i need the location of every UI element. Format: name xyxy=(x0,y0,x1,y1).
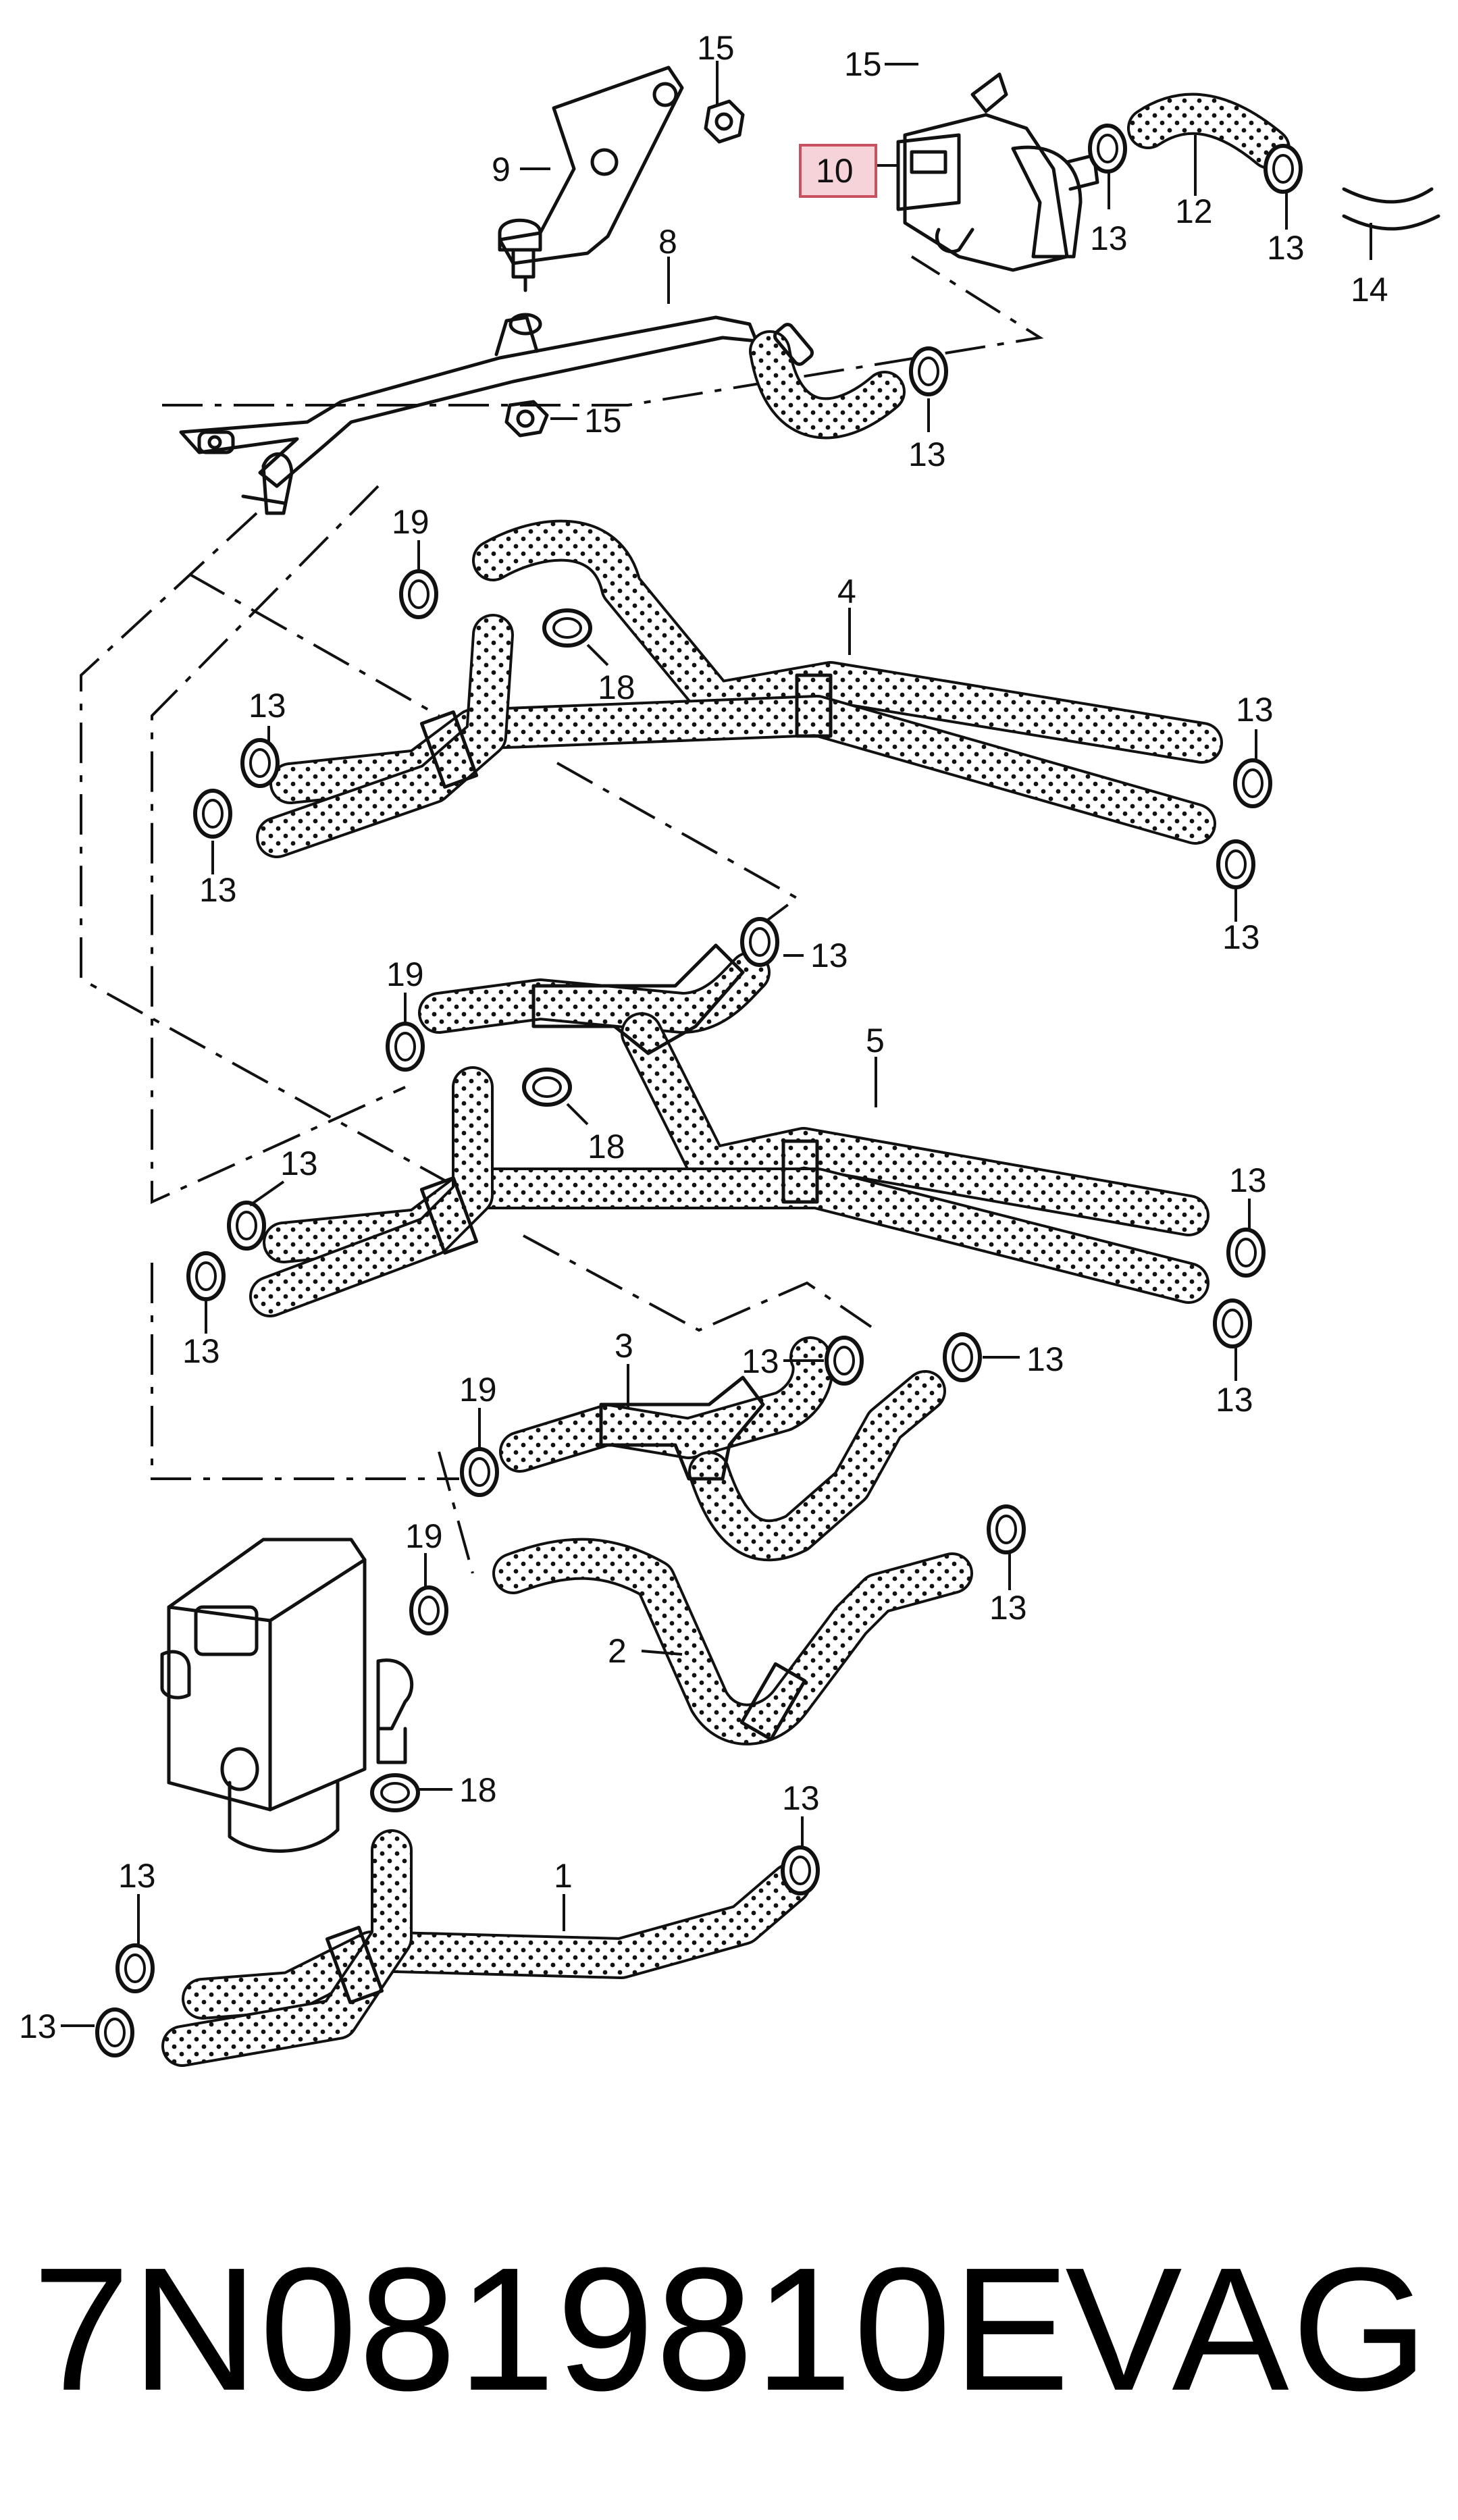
callout-15: 15 xyxy=(697,29,735,67)
callout-18: 18 xyxy=(459,1771,497,1809)
callout-13: 13 xyxy=(182,1332,220,1370)
callout-12: 12 xyxy=(1175,192,1213,230)
clamp xyxy=(781,1845,820,1895)
clamp xyxy=(909,346,948,396)
callout-13: 13 xyxy=(1236,691,1274,729)
clamp xyxy=(522,1068,572,1107)
callout-14: 14 xyxy=(1351,271,1388,309)
clamp xyxy=(987,1504,1026,1554)
callout-9: 9 xyxy=(492,151,511,188)
callout-labels: 15 9 15 10 12 13 13 14 8 15 13 19 4 18 1… xyxy=(19,29,1388,2045)
callout-8: 8 xyxy=(658,223,677,261)
clamp xyxy=(240,738,280,788)
callout-13: 13 xyxy=(1229,1161,1267,1199)
callout-2: 2 xyxy=(608,1632,627,1670)
clamp xyxy=(1088,124,1127,174)
clamp xyxy=(386,1022,425,1072)
callout-13: 13 xyxy=(199,871,237,909)
callout-19: 19 xyxy=(392,503,429,541)
callout-13: 13 xyxy=(1026,1340,1064,1378)
callout-13: 13 xyxy=(249,687,286,725)
callout-10: 10 xyxy=(816,152,854,190)
clamp xyxy=(1216,839,1255,889)
clamp xyxy=(370,1773,420,1812)
callout-19: 19 xyxy=(459,1371,497,1409)
hoses xyxy=(161,93,1440,2067)
callout-13: 13 xyxy=(1216,1381,1253,1419)
callout-1: 1 xyxy=(554,1857,573,1895)
callout-13: 13 xyxy=(989,1589,1027,1627)
clamp xyxy=(943,1332,982,1382)
clamp xyxy=(95,2007,134,2057)
heater-unit xyxy=(160,1538,414,1853)
callout-13: 13 xyxy=(1090,219,1128,257)
leader-lines xyxy=(61,61,1372,2027)
clamp xyxy=(186,1251,226,1301)
pipe-bracket-assembly xyxy=(179,65,758,515)
callout-13: 13 xyxy=(280,1145,318,1182)
callout-5: 5 xyxy=(866,1022,885,1059)
clamp xyxy=(1213,1298,1252,1348)
hose-clamps xyxy=(95,124,1303,2057)
callout-18: 18 xyxy=(588,1128,625,1165)
callout-13: 13 xyxy=(1267,229,1305,267)
clamp xyxy=(740,917,779,967)
clamp xyxy=(825,1336,864,1386)
highlight-box xyxy=(799,144,877,198)
footer: 7N0819810E VAG xyxy=(0,2228,1458,2431)
callout-13: 13 xyxy=(118,1857,156,1895)
clamp xyxy=(1226,1228,1266,1278)
callout-13: 13 xyxy=(19,2007,57,2045)
clamp xyxy=(542,608,592,648)
clamp xyxy=(115,1943,155,1993)
callout-3: 3 xyxy=(615,1327,633,1365)
clamp xyxy=(1233,758,1272,808)
clamp xyxy=(227,1201,266,1251)
callout-4: 4 xyxy=(837,573,856,610)
fittings xyxy=(325,323,833,2005)
clamp xyxy=(460,1447,499,1497)
callout-19: 19 xyxy=(405,1517,443,1555)
brand-name: VAG xyxy=(1065,2232,1431,2427)
clamp xyxy=(409,1585,448,1635)
callout-13: 13 xyxy=(782,1779,820,1817)
callout-13: 13 xyxy=(741,1342,779,1380)
callout-13: 13 xyxy=(1222,918,1260,956)
callout-13: 13 xyxy=(908,436,946,473)
callout-15: 15 xyxy=(844,45,882,83)
valve-component xyxy=(896,72,1099,272)
clamp xyxy=(399,569,438,619)
callout-15: 15 xyxy=(584,402,622,440)
callout-19: 19 xyxy=(386,955,424,993)
part-number: 7N0819810E xyxy=(32,2232,1071,2427)
clamp xyxy=(193,789,232,839)
callout-18: 18 xyxy=(598,668,635,706)
clamp xyxy=(1264,144,1303,194)
callout-13: 13 xyxy=(810,937,848,974)
